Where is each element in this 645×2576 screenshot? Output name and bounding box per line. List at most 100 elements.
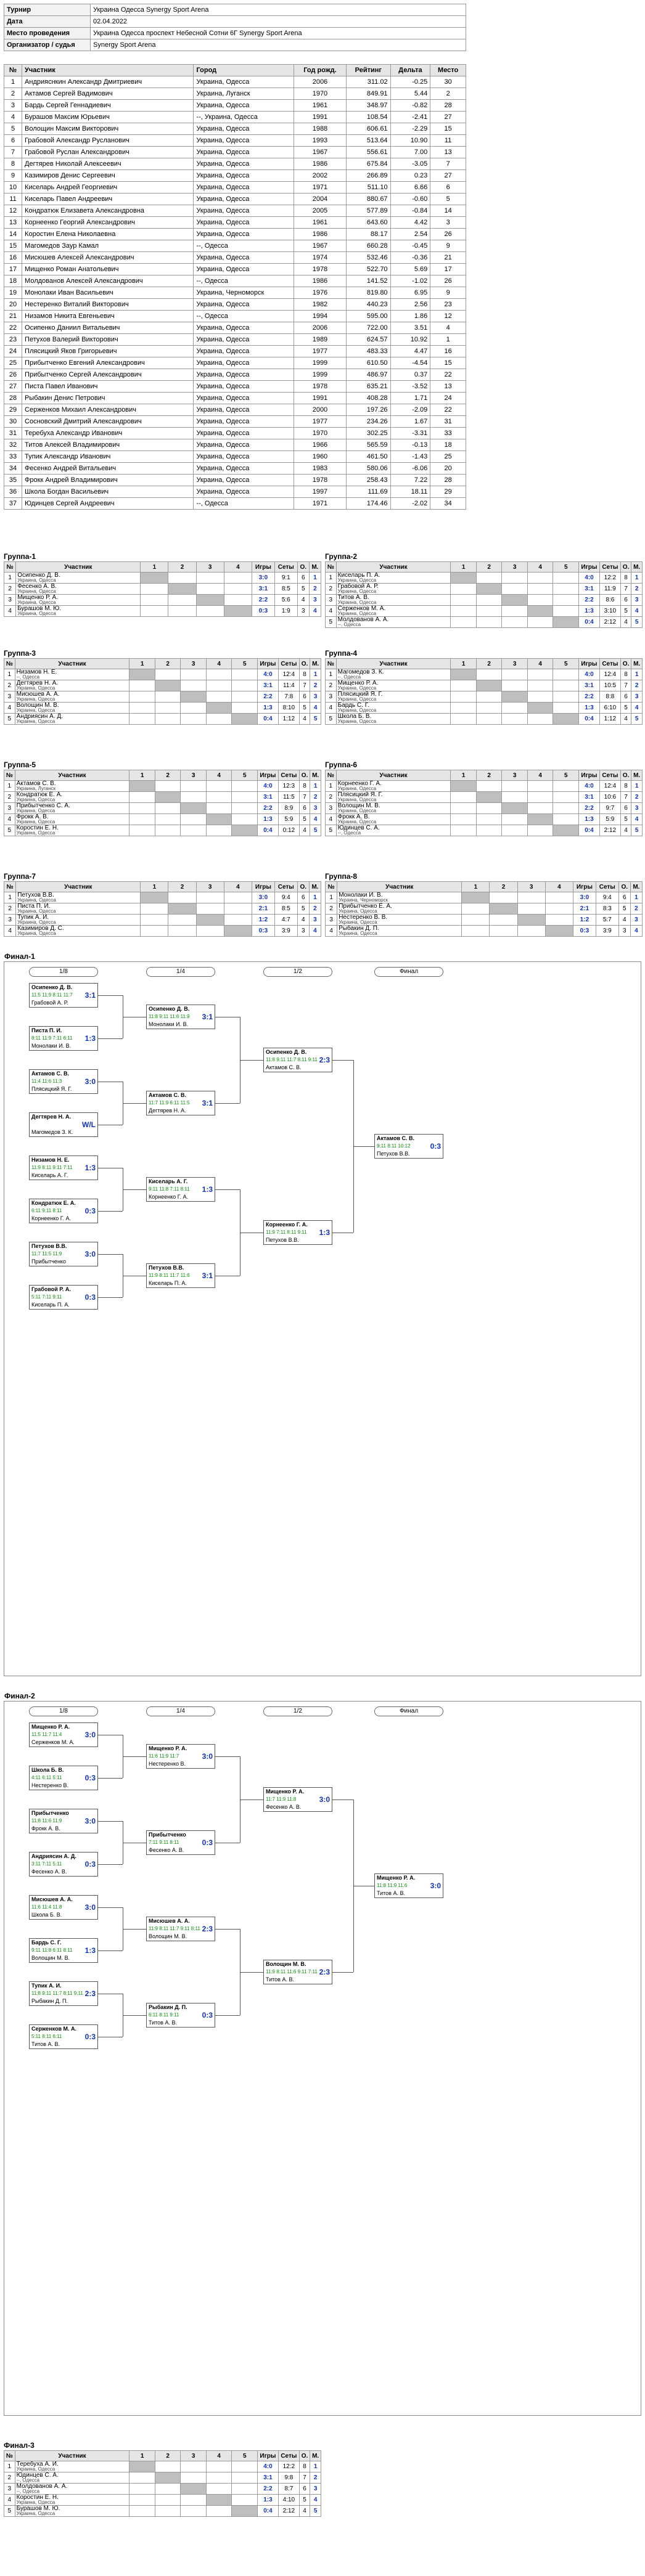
group-result-cell — [205, 2461, 232, 2472]
group-sets: 4:10 — [277, 2494, 300, 2506]
group-header-cell: Сеты — [274, 561, 298, 573]
group-games: 4:0 — [257, 780, 279, 792]
info-value: 02.04.2022 — [90, 15, 466, 28]
group-place: 1 — [310, 669, 321, 680]
group-player: Мищенко Р. А.Украина, Одесса — [15, 594, 141, 606]
players-cell: Нестеренко Виталий Викторович — [22, 298, 194, 311]
group-result-cell — [553, 616, 579, 628]
group-result-cell — [168, 903, 197, 915]
players-cell: 26 — [430, 228, 466, 240]
group-result-cell — [168, 914, 197, 926]
group-seed: 1 — [4, 669, 15, 680]
group-result-cell — [475, 605, 503, 617]
match-sets: 11:8 9:11 11:7 8:11 9:11 — [31, 1991, 83, 1996]
group-seed: 5 — [4, 825, 15, 836]
group-player: Волощин М. В.Украина, Одесса — [14, 702, 130, 714]
group-header-cell: 4 — [527, 658, 554, 669]
match-score: 2:3 — [84, 1989, 96, 1998]
players-cell: Фрокк Андрей Владимирович — [22, 474, 194, 486]
group-result-cell — [553, 780, 579, 792]
group-result-cell — [154, 2461, 181, 2472]
match-player-b: Титов А. В. — [377, 1890, 405, 1896]
group-result-cell — [180, 691, 207, 703]
group-seed: 5 — [325, 616, 337, 628]
players-cell: 565.59 — [346, 439, 391, 451]
players-cell: 13 — [430, 380, 466, 393]
group-result-cell — [450, 669, 477, 680]
group-result-cell — [154, 713, 181, 725]
group-result-cell — [553, 691, 579, 703]
players-cell: 2.56 — [390, 298, 431, 311]
group-points: 6 — [618, 892, 631, 903]
players-cell: Украина, Одесса — [193, 134, 294, 147]
group-points: 6 — [297, 892, 310, 903]
group-games: 1:3 — [257, 702, 279, 714]
group-result-cell — [475, 572, 503, 584]
group-header-cell: № — [3, 561, 17, 573]
group-result-cell — [154, 802, 181, 814]
players-cell: 234.26 — [346, 415, 391, 428]
group-result-cell — [475, 791, 503, 803]
bracket-line — [98, 1038, 123, 1039]
group-header-cell: 4 — [544, 881, 573, 892]
group-result-cell — [475, 825, 503, 836]
group-result-cell — [195, 914, 224, 926]
match-player-b: Фесенко А. В. — [266, 1804, 302, 1810]
group-player-city: Украина, Одесса — [337, 707, 377, 713]
match-sets: 9:11 8:11 10:12 — [377, 1143, 411, 1149]
group-player: Казимиров Д. С.Украина, Одесса — [15, 925, 141, 937]
players-cell: Андрияснкин Александр Дмитриевич — [22, 76, 194, 88]
stage-label: 1/4 — [146, 1706, 215, 1716]
match-player-a: Прибытченко — [31, 1810, 69, 1816]
players-cell: 1988 — [293, 123, 347, 135]
group-player-city: Украина, Одесса — [16, 808, 55, 813]
group-seed: 4 — [4, 702, 15, 714]
match-sets: 11:9 8:11 11:7 11:6 — [149, 1273, 190, 1278]
group-points: 5 — [620, 702, 632, 714]
group-place: 4 — [310, 702, 321, 714]
players-cell: 7 — [430, 158, 466, 170]
players-cell: 624.57 — [346, 333, 391, 346]
match-player-a: Прибытченко — [149, 1832, 186, 1838]
group-seed: 3 — [3, 594, 17, 606]
players-cell: 37 — [3, 497, 23, 510]
group-result-cell — [475, 713, 503, 725]
group-result-cell — [140, 892, 169, 903]
group-games: 3:1 — [578, 583, 600, 595]
group-result-cell — [154, 2505, 181, 2517]
group-points: 8 — [620, 572, 632, 584]
group-header-cell: Участник — [335, 770, 451, 781]
players-cell: 32 — [3, 439, 23, 451]
group-result-cell — [450, 691, 477, 703]
players-cell: Украина, Одесса — [193, 474, 294, 486]
group-result-cell — [461, 903, 490, 915]
group-player-name: Киселарь П. А. — [337, 572, 380, 579]
match-player-a: Мищенко Р. А. — [266, 1788, 305, 1795]
players-cell: 23 — [430, 298, 466, 311]
players-cell: 27 — [430, 111, 466, 123]
players-header-cell: Дельта — [390, 64, 431, 76]
players-cell: 108.54 — [346, 111, 391, 123]
players-cell: 2006 — [293, 322, 347, 334]
group-sets: 8:6 — [599, 594, 621, 606]
match-player-a: Осипенко Д. В. — [266, 1049, 307, 1055]
group-points: 6 — [620, 594, 632, 606]
group-result-cell — [205, 713, 232, 725]
group-player-city: Украина, Луганск — [16, 786, 55, 791]
group-header-cell: Участник — [15, 561, 141, 573]
group-result-cell — [544, 903, 573, 915]
group-result-cell — [195, 572, 224, 584]
group-result-cell — [129, 702, 155, 714]
players-cell: Рыбакин Денис Петрович — [22, 392, 194, 404]
